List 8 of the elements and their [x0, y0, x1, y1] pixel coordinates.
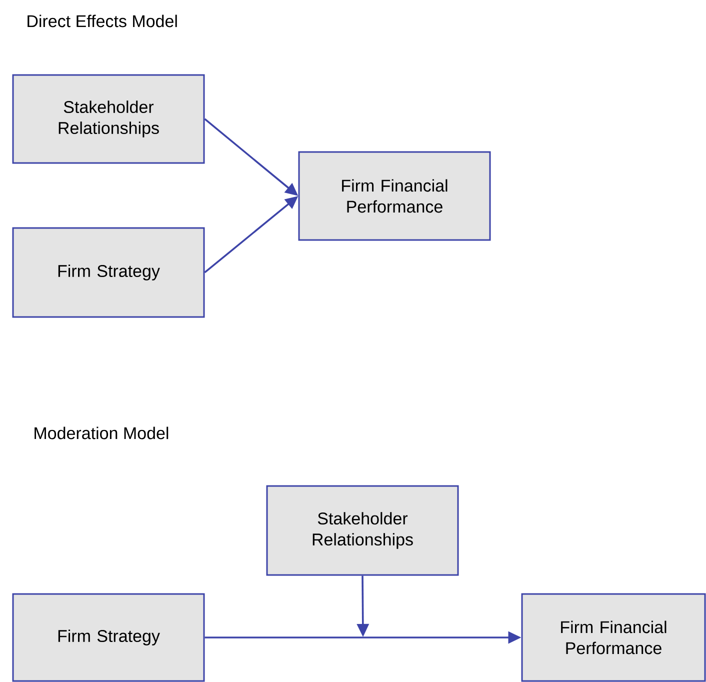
process-box: Firm Strategy	[12, 593, 205, 682]
process-box: Stakeholder Relationships	[12, 74, 205, 164]
process-box: Stakeholder Relationships	[266, 485, 459, 576]
section-heading: Direct Effects Model	[28, 14, 177, 28]
process-box: Firm Strategy	[12, 227, 205, 318]
process-box: Firm Financial Performance	[521, 593, 706, 682]
process-box: Firm Financial Performance	[298, 151, 491, 241]
section-heading: Moderation Model	[34, 426, 168, 440]
